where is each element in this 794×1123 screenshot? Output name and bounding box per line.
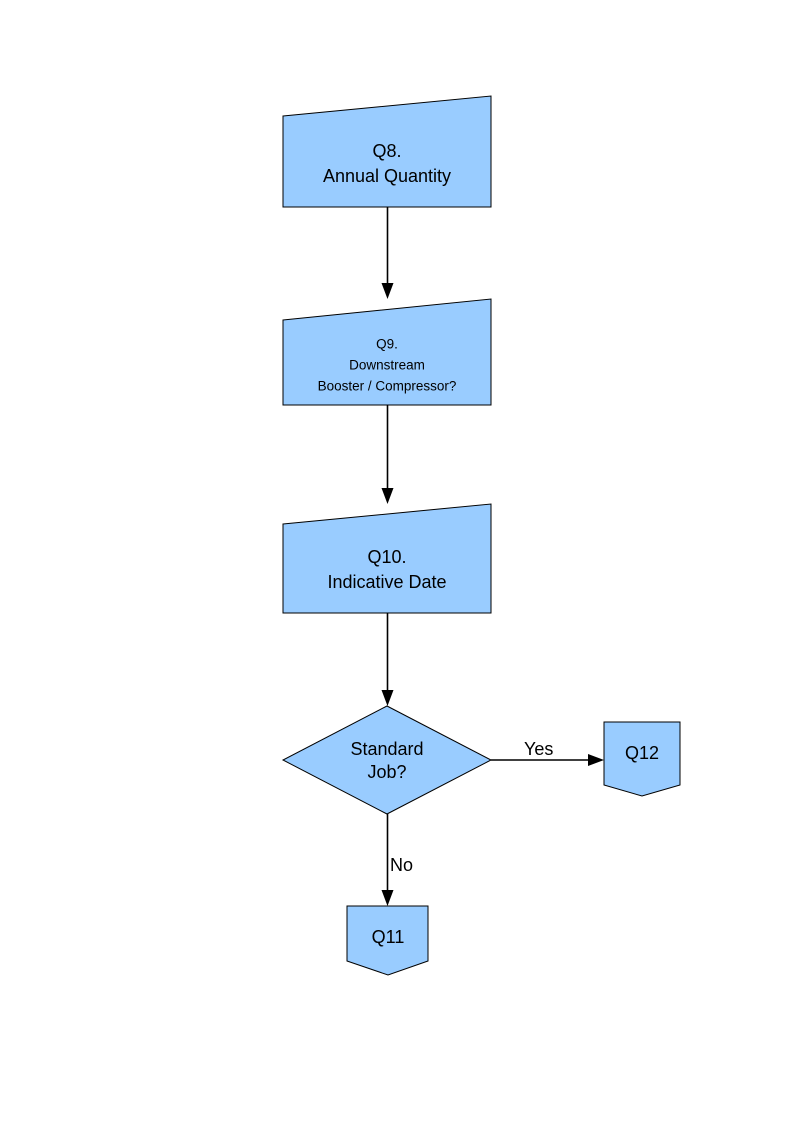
- node-q10-label-line-2: Indicative Date: [327, 572, 446, 592]
- node-q9-shape[interactable]: [282, 298, 492, 406]
- connector-q8-q9-arrowhead: [381, 283, 394, 299]
- node-decision-standard-job[interactable]: Standard Job?: [281, 705, 493, 815]
- node-q9[interactable]: Q9. Downstream Booster / Compressor?: [282, 298, 492, 406]
- edge-label-yes: Yes: [524, 739, 553, 759]
- connector-decision-q11-arrowhead: [381, 890, 394, 906]
- connector-q10-decision-arrowhead: [381, 690, 394, 706]
- connector-decision-q12: Yes: [491, 739, 604, 766]
- connector-q8-q9: [381, 207, 394, 299]
- node-q9-label-line-2: Downstream: [349, 358, 425, 373]
- connector-decision-q11: No: [381, 814, 413, 906]
- node-q8[interactable]: Q8. Annual Quantity: [282, 95, 492, 208]
- node-q9-label-line-3: Booster / Compressor?: [318, 379, 457, 394]
- node-decision-label-line-1: Standard: [350, 739, 423, 759]
- connector-q10-decision: [381, 613, 394, 706]
- node-q9-label-line-1: Q9.: [376, 337, 398, 352]
- connector-q9-q10: [381, 405, 394, 504]
- node-q8-label-line-2: Annual Quantity: [323, 166, 451, 186]
- node-q11-label: Q11: [372, 927, 405, 947]
- node-q10[interactable]: Q10. Indicative Date: [282, 503, 492, 614]
- node-q10-label-line-1: Q10.: [367, 547, 406, 567]
- connector-q9-q10-arrowhead: [381, 488, 394, 504]
- node-q12-label: Q12: [625, 743, 659, 763]
- node-q11-shape[interactable]: [346, 905, 429, 976]
- node-q12-shape[interactable]: [603, 721, 681, 797]
- node-q8-label-line-1: Q8.: [372, 141, 401, 161]
- node-q12[interactable]: Q12: [603, 721, 681, 797]
- node-q8-shape[interactable]: [282, 95, 492, 208]
- node-decision-label-line-2: Job?: [367, 762, 406, 782]
- node-decision-shape[interactable]: [281, 705, 493, 815]
- node-q10-shape[interactable]: [282, 503, 492, 614]
- node-q11[interactable]: Q11: [346, 905, 429, 976]
- connector-decision-q12-arrowhead: [588, 754, 604, 766]
- edge-label-no: No: [390, 855, 413, 875]
